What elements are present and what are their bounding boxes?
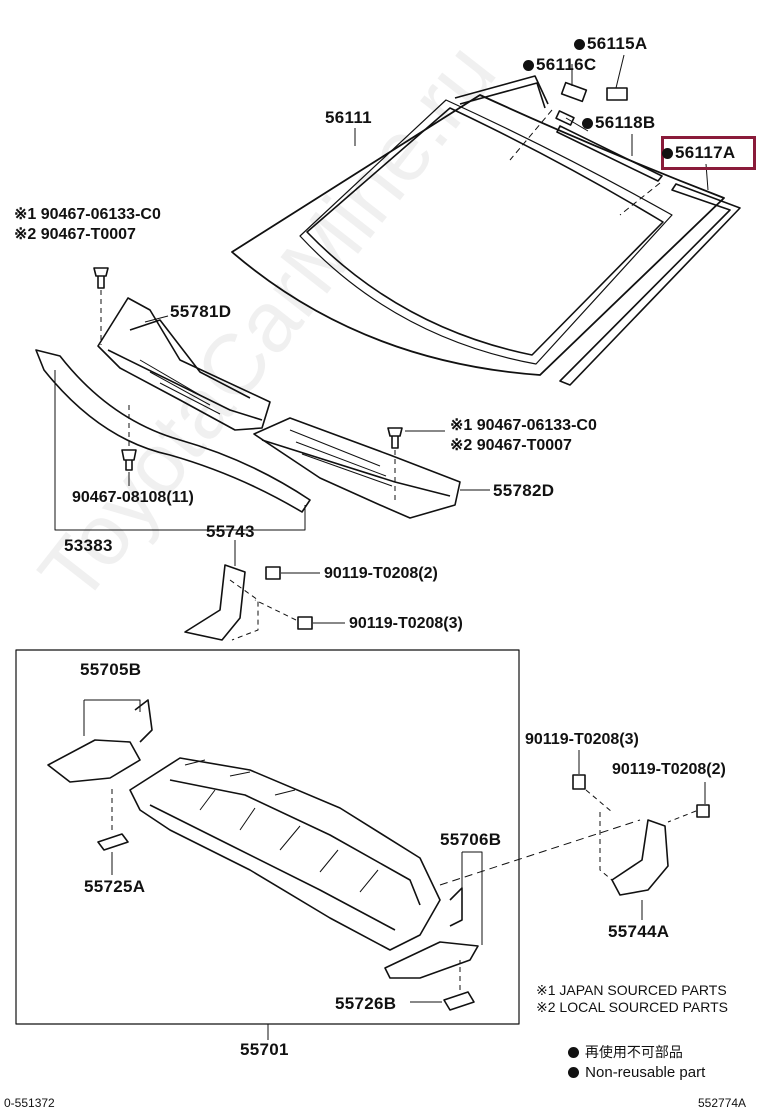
connector-dashed	[439, 819, 641, 886]
clip-90467-c	[121, 405, 137, 486]
note-local-sourced: ※2 LOCAL SOURCED PARTS	[536, 999, 728, 1015]
label-55706B[interactable]: 55706B	[440, 830, 502, 849]
label-56115A[interactable]: 56115A	[574, 34, 647, 54]
footer-left-code: 0-551372	[4, 1096, 55, 1110]
bracket-55706B	[384, 851, 483, 979]
label-55705B[interactable]: 55705B	[80, 660, 142, 679]
nonreusable-dot-icon	[574, 39, 585, 50]
part-number: 56115A	[587, 34, 648, 53]
cowl-louver-left	[97, 297, 271, 431]
bracket-55705B	[47, 699, 153, 783]
molding-clips	[555, 81, 628, 126]
label-56118B[interactable]: 56118B	[582, 113, 655, 133]
label-56116C[interactable]: 56116C	[523, 55, 596, 75]
windshield-molding	[454, 75, 741, 386]
clip-a-line2[interactable]: ※2 90467-T0007	[14, 226, 136, 243]
footer-right-code: 552774A	[698, 1096, 747, 1110]
bolt-55743-a-label[interactable]: 90119-T0208(2)	[324, 565, 438, 582]
leader-lines-top	[354, 54, 709, 216]
note-nonreusable-en: Non-reusable part	[568, 1064, 705, 1081]
hood-seal	[35, 349, 311, 513]
label-55701[interactable]: 55701	[240, 1040, 289, 1059]
label-55726B[interactable]: 55726B	[335, 994, 397, 1013]
pad-55725A	[97, 788, 129, 875]
bolt-55744A-a-label[interactable]: 90119-T0208(3)	[525, 731, 639, 748]
label-55744A[interactable]: 55744A	[608, 922, 670, 941]
note-text: 再使用不可部品	[584, 1044, 683, 1060]
part-number: 56117A	[675, 143, 736, 162]
bolt-55743-a	[265, 566, 320, 580]
cowl-panel-55701	[129, 757, 441, 951]
clip-90467-b	[387, 427, 403, 500]
nonreusable-dot-icon	[523, 60, 534, 71]
bolt-55743-b-label[interactable]: 90119-T0208(3)	[349, 615, 463, 632]
label-53383[interactable]: 53383	[64, 536, 113, 555]
note-text: Non-reusable part	[585, 1064, 706, 1081]
clip-a-line1[interactable]: ※1 90467-06133-C0	[14, 206, 161, 223]
bolt-55743-b	[254, 599, 345, 630]
label-55725A[interactable]: 55725A	[84, 877, 146, 896]
note-japan-sourced: ※1 JAPAN SOURCED PARTS	[536, 982, 727, 998]
note-nonreusable-jp: 再使用不可部品	[568, 1044, 683, 1061]
clip-b-line2[interactable]: ※2 90467-T0007	[450, 437, 572, 454]
bolt-55744A-b	[667, 782, 710, 823]
label-56111[interactable]: 56111	[325, 108, 372, 127]
bracket-55743	[184, 540, 259, 641]
bolt-55744A-b-label[interactable]: 90119-T0208(2)	[612, 761, 726, 778]
part-number: 56116C	[536, 55, 597, 74]
label-55781D[interactable]: 55781D	[170, 302, 232, 321]
part-number: 56118B	[595, 113, 656, 132]
label-56117A[interactable]: 56117A	[662, 143, 735, 163]
pad-55726B	[410, 960, 475, 1011]
nonreusable-dot-icon	[568, 1047, 579, 1058]
clip-b-line1[interactable]: ※1 90467-06133-C0	[450, 417, 597, 434]
label-55743[interactable]: 55743	[206, 522, 255, 541]
nonreusable-dot-icon	[568, 1067, 579, 1078]
clip-c-label[interactable]: 90467-08108(11)	[72, 489, 194, 506]
clip-90467-a	[93, 267, 109, 345]
nonreusable-dot-icon	[662, 148, 673, 159]
leader-lines-cowl	[54, 315, 490, 531]
bracket-55744A	[599, 812, 669, 920]
nonreusable-dot-icon	[582, 118, 593, 129]
bolt-55744A-a	[572, 750, 613, 813]
label-55782D[interactable]: 55782D	[493, 481, 555, 500]
windshield-glass	[231, 94, 725, 376]
